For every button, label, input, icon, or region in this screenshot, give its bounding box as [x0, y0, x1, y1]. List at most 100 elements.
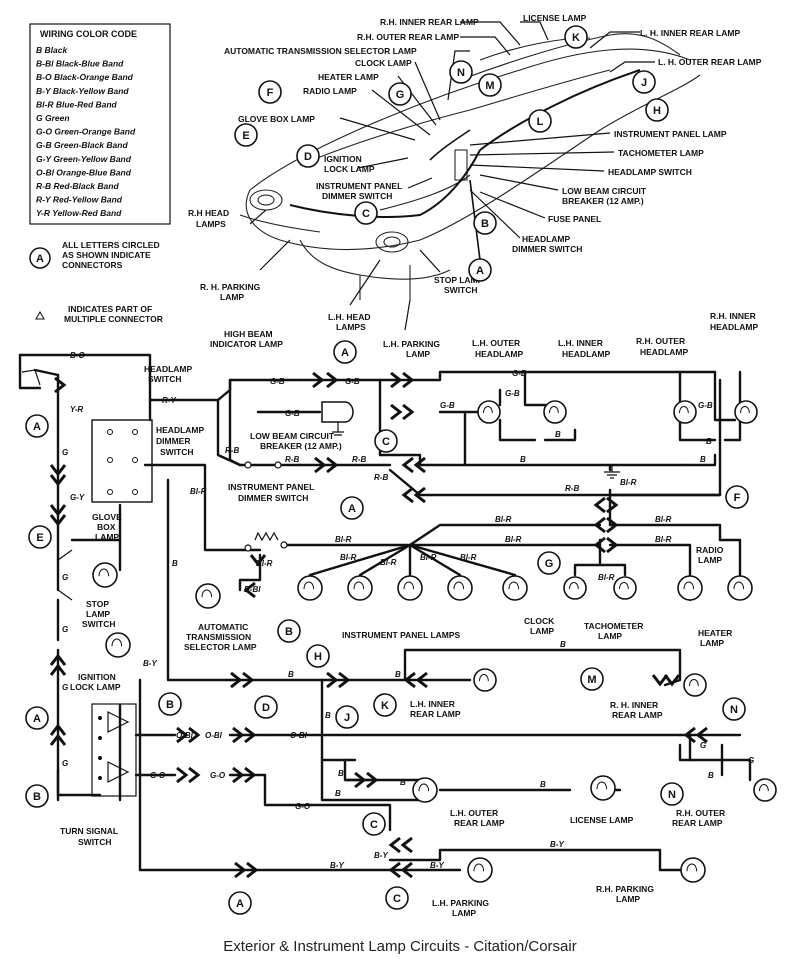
- label-clock: CLOCK LAMP: [355, 58, 412, 68]
- label-lh-head-2: LAMPS: [336, 322, 366, 332]
- chevron-connector-icon: [249, 554, 267, 567]
- svg-text:C: C: [362, 208, 370, 220]
- svg-text:B-Y: B-Y: [430, 861, 444, 870]
- svg-text:N: N: [730, 704, 738, 716]
- legend-title: WIRING COLOR CODE: [40, 29, 137, 39]
- svg-text:M: M: [485, 80, 494, 92]
- svg-text:B: B: [395, 670, 401, 679]
- svg-text:ALL LETTERS CIRCLED: ALL LETTERS CIRCLED: [62, 240, 160, 250]
- svg-text:G: G: [396, 89, 405, 101]
- label-instrument-panel: INSTRUMENT PANEL LAMP: [614, 129, 727, 139]
- svg-text:B-Bl: B-Bl: [244, 585, 261, 594]
- triangle-note: INDICATES PART OF MULTIPLE CONNECTOR: [35, 304, 163, 324]
- svg-text:Bl-R: Bl-R: [420, 553, 437, 562]
- legend-item: G Green: [36, 113, 70, 123]
- chevron-connector-icon: [606, 496, 619, 514]
- ground-icon: [604, 466, 620, 479]
- label-stop-lamp-1: STOP LAMP: [434, 275, 484, 285]
- chevron-connector-icon: [413, 456, 426, 474]
- chevron-connector-icon: [49, 723, 67, 736]
- svg-text:DIMMER: DIMMER: [156, 436, 190, 446]
- lamp-bulb-icon: [727, 575, 753, 601]
- svg-text:LAMP: LAMP: [700, 638, 724, 648]
- svg-text:R-B: R-B: [285, 455, 299, 464]
- svg-text:LAMP: LAMP: [698, 555, 722, 565]
- legend-item: R-B Red-Black Band: [36, 181, 119, 191]
- svg-text:N: N: [668, 789, 676, 801]
- chevron-connector-icon: [593, 516, 606, 534]
- chevron-connector-icon: [314, 456, 327, 474]
- chevron-connector-icon: [401, 486, 414, 504]
- svg-text:IGNITION: IGNITION: [78, 672, 116, 682]
- label-ignition-lock-2: LOCK LAMP: [324, 164, 375, 174]
- svg-text:Bl-R: Bl-R: [620, 478, 637, 487]
- label-rh-parking-2: LAMP: [220, 292, 244, 302]
- car-outline-sketch: [239, 33, 701, 300]
- label-lh-parking-2: LAMP: [406, 349, 430, 359]
- svg-text:J: J: [344, 712, 350, 724]
- svg-text:C: C: [393, 893, 401, 905]
- label-ip-dimmer-2: DIMMER SWITCH: [322, 191, 392, 201]
- svg-text:G-B: G-B: [698, 401, 713, 410]
- chevron-connector-icon: [188, 726, 201, 744]
- connector-h: H: [306, 644, 330, 668]
- connector-m: M: [478, 73, 502, 97]
- svg-text:HIGH BEAM: HIGH BEAM: [224, 329, 273, 339]
- connector-f: F: [725, 485, 749, 509]
- connector-j: J: [335, 705, 359, 729]
- svg-text:G: G: [62, 625, 68, 634]
- connector-c: C: [354, 201, 378, 225]
- svg-text:SWITCH: SWITCH: [148, 374, 182, 384]
- svg-text:G: G: [62, 759, 68, 768]
- svg-text:R.H. INNER: R.H. INNER: [710, 311, 756, 321]
- svg-text:LOW BEAM CIRCUIT: LOW BEAM CIRCUIT: [250, 431, 335, 441]
- chevron-connector-icon: [242, 671, 255, 689]
- svg-text:B: B: [335, 789, 341, 798]
- connector-b: B: [158, 692, 182, 716]
- svg-text:CLOCK: CLOCK: [524, 616, 555, 626]
- svg-text:LOCK LAMP: LOCK LAMP: [70, 682, 121, 692]
- chevron-connector-icon: [176, 766, 189, 784]
- legend-item: Y-R Yellow-Red Band: [36, 208, 122, 218]
- svg-text:R-Y: R-Y: [162, 396, 176, 405]
- svg-text:A: A: [36, 253, 44, 265]
- chevron-connector-icon: [651, 674, 669, 687]
- label-auto-trans: AUTOMATIC TRANSMISSION SELECTOR LAMP: [224, 46, 417, 56]
- svg-text:DIMMER SWITCH: DIMMER SWITCH: [238, 493, 308, 503]
- svg-text:SWITCH: SWITCH: [78, 837, 112, 847]
- svg-text:R-B: R-B: [565, 484, 579, 493]
- label-lh-outer-rear: L. H. OUTER REAR LAMP: [658, 57, 762, 67]
- chevron-connector-icon: [388, 861, 401, 879]
- svg-text:HEADLAMP: HEADLAMP: [144, 364, 192, 374]
- label-lh-head-1: L.H. HEAD: [328, 312, 371, 322]
- svg-text:E: E: [242, 130, 249, 142]
- svg-text:HEADLAMP: HEADLAMP: [475, 349, 523, 359]
- svg-text:REAR LAMP: REAR LAMP: [672, 818, 723, 828]
- legend-item: G-O Green-Orange Band: [36, 127, 136, 137]
- svg-text:B: B: [706, 437, 712, 446]
- chevron-connector-icon: [49, 733, 67, 746]
- svg-text:Bl-R: Bl-R: [190, 487, 207, 496]
- connector-j: J: [632, 70, 656, 94]
- chevron-connector-icon: [390, 403, 403, 421]
- svg-text:B-Y: B-Y: [143, 659, 157, 668]
- chevron-connector-icon: [54, 376, 67, 394]
- connector-a: A: [468, 258, 492, 282]
- svg-text:Bl-R: Bl-R: [340, 553, 357, 562]
- chevron-connector-icon: [403, 671, 416, 689]
- label-headlamp-dimmer-2: DIMMER SWITCH: [512, 244, 582, 254]
- chevron-connector-icon: [232, 726, 245, 744]
- connector-e: E: [28, 525, 52, 549]
- svg-text:O-Bl: O-Bl: [205, 731, 223, 740]
- svg-text:INDICATES PART OF: INDICATES PART OF: [68, 304, 152, 314]
- connector-a: A: [333, 340, 357, 364]
- legend-item: R-Y Red-Yellow Band: [36, 195, 123, 205]
- legend-item: O-Bl Orange-Blue Band: [36, 167, 132, 177]
- svg-text:A: A: [236, 898, 244, 910]
- svg-text:A: A: [33, 421, 41, 433]
- lamp-bulb-icon: [590, 775, 616, 801]
- connector-a: A: [340, 496, 364, 520]
- legend-item: B-Y Black-Yellow Band: [36, 86, 129, 96]
- svg-text:Bl-R: Bl-R: [380, 558, 397, 567]
- chevron-connector-icon: [49, 464, 67, 477]
